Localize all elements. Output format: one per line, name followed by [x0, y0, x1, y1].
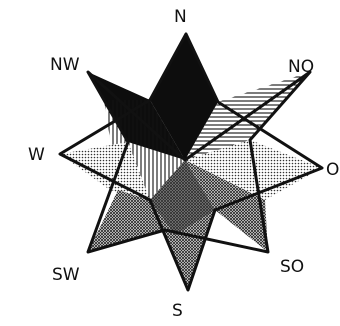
label-o: O	[326, 160, 339, 180]
label-no: NO	[288, 57, 314, 77]
label-w: W	[28, 145, 45, 165]
label-sw: SW	[52, 265, 80, 285]
label-so: SO	[280, 257, 304, 277]
label-s: S	[172, 301, 183, 321]
star-shading	[60, 34, 322, 290]
label-nw: NW	[50, 55, 80, 75]
label-n: N	[174, 7, 187, 27]
